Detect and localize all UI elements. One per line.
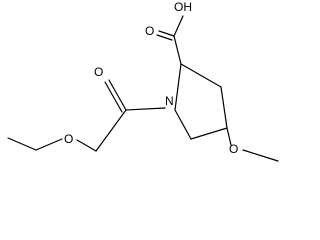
bond-c-alpha — [173, 35, 182, 65]
bond-ch2-o-ether — [76, 139, 97, 152]
bond-ring-n-c2 — [174, 63, 182, 111]
carbonyl-o-label: O — [94, 65, 103, 79]
bond-c-oh — [173, 15, 184, 37]
bond-ring-c2-c3 — [180, 63, 222, 88]
ring-n-label: N — [165, 94, 174, 108]
methoxy-o-label: O — [229, 142, 238, 156]
bond-ring-c5-n — [174, 109, 192, 140]
bonds — [7, 15, 279, 162]
carboxyl-o-label: O — [145, 24, 154, 38]
bond-carbonyl-double-1 — [108, 79, 127, 111]
atom-labels: OH O O N O O — [64, 0, 238, 156]
carboxyl-oh-label: OH — [174, 0, 192, 14]
bond-carbonyl-ch2 — [95, 109, 127, 152]
bond-c-o-double-1 — [158, 30, 175, 37]
bond-ch2-ch3 — [7, 137, 37, 151]
bond-c4-o-methoxy — [226, 127, 232, 146]
bond-n-carbonyl-c — [125, 107, 166, 111]
bond-carbonyl-double-2 — [104, 81, 123, 113]
bond-o-ch3 — [242, 149, 279, 162]
ether-o-label: O — [64, 132, 73, 146]
bond-c-o-double-2 — [156, 34, 173, 41]
bond-o-ch2-ethyl — [35, 138, 63, 151]
chemical-structure: OH O O N O O — [7, 0, 279, 162]
bond-ring-c4-c5 — [190, 127, 228, 140]
bond-ring-c3-c4 — [220, 86, 228, 129]
